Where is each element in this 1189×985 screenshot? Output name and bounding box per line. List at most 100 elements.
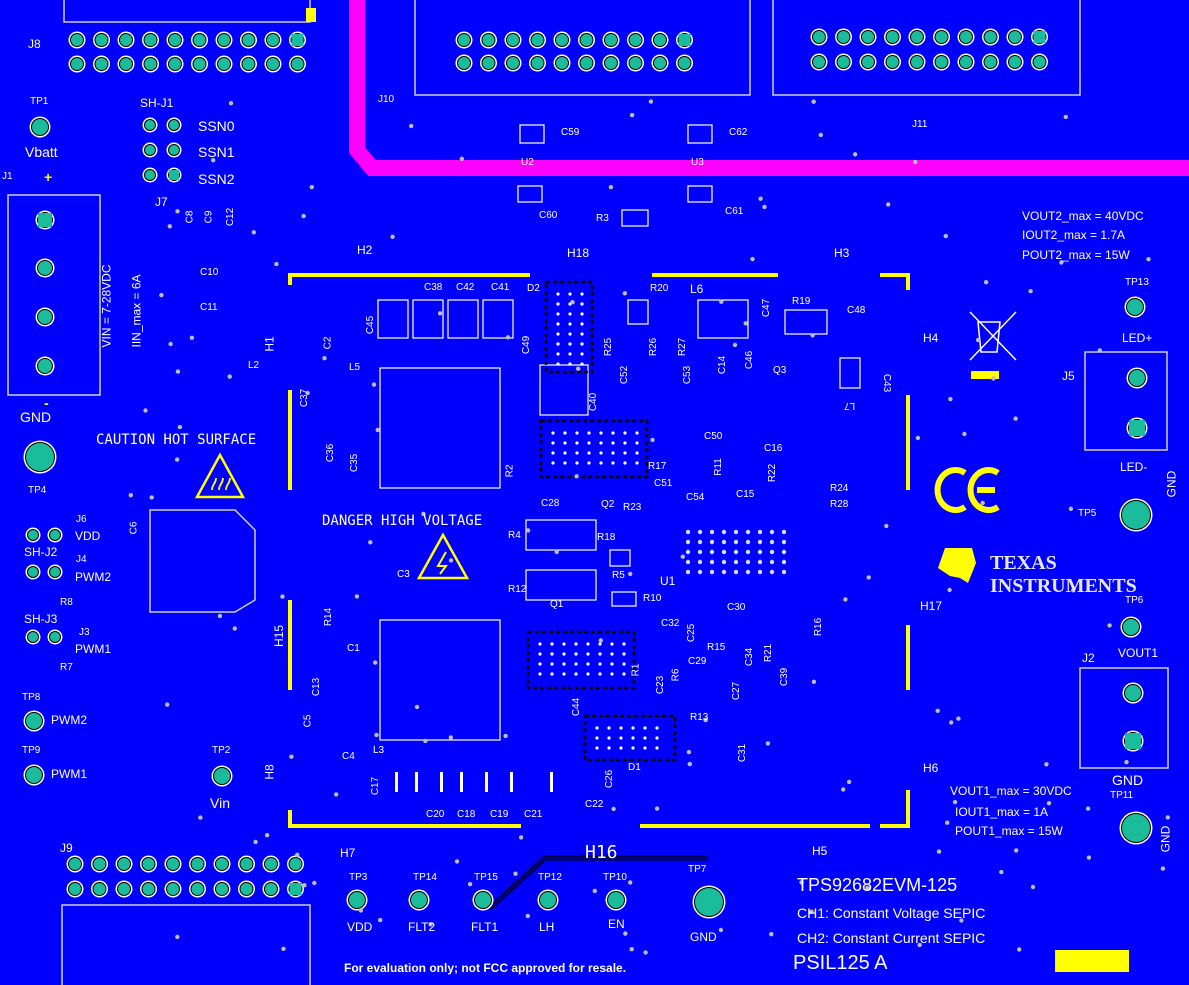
via bbox=[459, 156, 464, 161]
tp12-label: TP12 bbox=[538, 872, 562, 883]
u1-thermal-via bbox=[769, 539, 775, 545]
via bbox=[654, 806, 660, 811]
component-outline bbox=[539, 364, 589, 416]
caution-hot-surface: CAUTION HOT SURFACE bbox=[96, 432, 257, 448]
c38-label: C38 bbox=[424, 282, 443, 293]
via bbox=[189, 335, 195, 340]
component-footprint bbox=[544, 280, 594, 374]
h4-label: H4 bbox=[923, 331, 939, 345]
u1-thermal-via bbox=[757, 559, 763, 565]
d2-label: D2 bbox=[527, 283, 540, 294]
via bbox=[884, 523, 889, 529]
via bbox=[175, 369, 181, 374]
h7-label: H7 bbox=[340, 846, 356, 860]
via bbox=[1097, 348, 1103, 353]
via bbox=[843, 597, 848, 602]
ch2-description: CH2: Constant Current SEPIC bbox=[797, 930, 986, 946]
tp9-label: TP9 bbox=[22, 745, 41, 756]
u1-thermal-via bbox=[781, 549, 787, 555]
tp11-label: TP11 bbox=[1110, 790, 1134, 801]
c26-label: C26 bbox=[604, 769, 616, 789]
u1-thermal-via bbox=[721, 529, 727, 535]
gnd-left-label: GND bbox=[20, 409, 52, 425]
component-outline bbox=[611, 591, 637, 607]
component-outline bbox=[482, 299, 514, 339]
tp4-label: TP4 bbox=[28, 485, 47, 496]
r19-label: R19 bbox=[792, 296, 811, 307]
r21-label: R21 bbox=[763, 643, 775, 663]
r13-label: R13 bbox=[690, 712, 709, 723]
u1-thermal-via bbox=[769, 569, 775, 575]
hot-surface-triangle bbox=[194, 452, 246, 499]
vin-label: Vin bbox=[210, 795, 230, 811]
component-outline bbox=[627, 299, 649, 325]
via bbox=[448, 558, 454, 563]
r24-label: R24 bbox=[830, 483, 849, 494]
via bbox=[956, 716, 961, 721]
c35-label: C35 bbox=[349, 453, 361, 473]
component-outline bbox=[609, 549, 631, 567]
h18-label: H18 bbox=[567, 246, 590, 260]
via bbox=[949, 720, 954, 725]
c4-label: C4 bbox=[342, 751, 355, 762]
via bbox=[962, 431, 967, 437]
capacitor-silk bbox=[415, 772, 418, 792]
via bbox=[628, 571, 633, 577]
u1-thermal-via bbox=[757, 569, 763, 575]
u1-thermal-via bbox=[757, 549, 763, 555]
h2-label: H2 bbox=[357, 243, 373, 257]
via bbox=[762, 204, 767, 210]
c20-label: C20 bbox=[426, 809, 445, 820]
c14-label: C14 bbox=[717, 355, 729, 375]
c16-label: C16 bbox=[764, 443, 783, 454]
component-outline bbox=[687, 124, 713, 144]
via bbox=[264, 833, 270, 838]
c52-label: C52 bbox=[619, 365, 631, 385]
via bbox=[467, 882, 473, 887]
c47-label: C47 bbox=[761, 298, 773, 318]
component-outline bbox=[517, 185, 543, 203]
via bbox=[718, 927, 724, 933]
r4-label: R4 bbox=[508, 530, 521, 541]
tp10-name: EN bbox=[608, 917, 625, 931]
component-outline bbox=[525, 519, 597, 551]
via bbox=[167, 224, 172, 229]
c19-label: C19 bbox=[490, 809, 509, 820]
via bbox=[943, 233, 948, 239]
plus-label: + bbox=[44, 169, 53, 185]
via bbox=[448, 735, 453, 740]
via bbox=[175, 209, 180, 214]
via bbox=[437, 311, 443, 316]
via bbox=[576, 366, 581, 371]
via bbox=[622, 291, 627, 296]
via bbox=[280, 594, 285, 599]
via bbox=[936, 849, 942, 854]
via bbox=[1017, 947, 1022, 952]
c8-label: C8 bbox=[184, 210, 196, 224]
tp9-name: PWM1 bbox=[51, 767, 87, 781]
r27-label: R27 bbox=[677, 337, 689, 357]
ch1-description: CH1: Constant Voltage SEPIC bbox=[797, 905, 986, 921]
via bbox=[211, 158, 216, 163]
component-outline bbox=[839, 357, 861, 389]
r20-label: R20 bbox=[650, 283, 669, 294]
c48-label: C48 bbox=[847, 305, 866, 316]
component-outline bbox=[412, 299, 444, 339]
via bbox=[253, 839, 258, 845]
via bbox=[374, 732, 379, 738]
u1-thermal-via bbox=[709, 539, 715, 545]
q2-label: Q2 bbox=[601, 499, 615, 510]
u1-thermal-via bbox=[721, 549, 727, 555]
r6-label: R6 bbox=[670, 668, 682, 682]
via bbox=[769, 932, 774, 937]
iout1-max: IOUT1_max = 1A bbox=[955, 805, 1049, 819]
component-footprint bbox=[526, 630, 636, 690]
via bbox=[983, 280, 989, 285]
u1-thermal-via bbox=[721, 569, 727, 575]
via bbox=[358, 908, 364, 913]
u1-thermal-via bbox=[685, 569, 691, 575]
via bbox=[866, 575, 871, 580]
via bbox=[719, 299, 724, 304]
c9-label: C9 bbox=[203, 210, 215, 224]
u1-thermal-via bbox=[745, 569, 751, 575]
